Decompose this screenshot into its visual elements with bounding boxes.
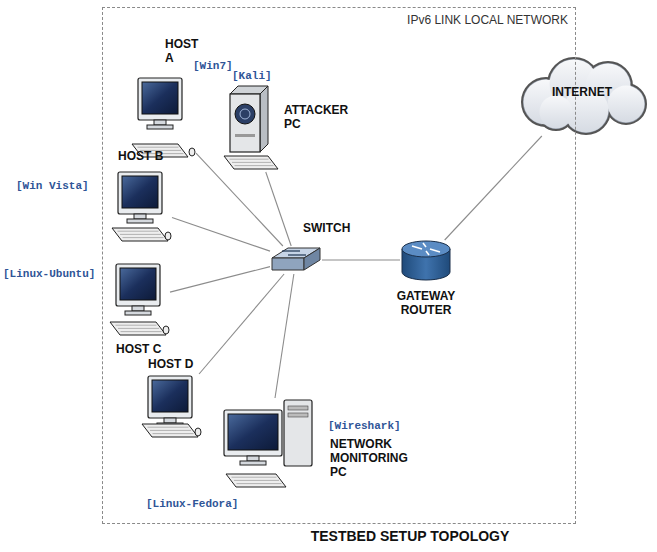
router-icon [402,241,450,280]
figure-caption: TESTBED SETUP TOPOLOGY [300,528,520,544]
device-label: HOST C [116,343,161,357]
monitoring-computer: [Wireshark]NETWORK MONITORING PC [222,398,314,490]
device-label: SWITCH [303,222,350,236]
device-label: HOST D [148,358,193,372]
attacker-icon [224,86,278,169]
device-label: NETWORK MONITORING PC [330,438,422,479]
computer-icon [112,172,171,241]
device-label: GATEWAY ROUTER [386,290,466,318]
host-computer: HOST B[Win Vista] [110,170,172,244]
link-line [275,274,294,398]
os-label: [Wireshark] [328,420,401,433]
link-line [445,136,542,240]
link-line [170,267,270,292]
network-region: IPv6 LINK LOCAL NETWORK HOST A[Win7] [Kali… [103,8,575,523]
os-label: [Linux-Ubuntu] [3,268,95,281]
internet-cloud: INTERNET [512,50,652,136]
link-line [196,153,283,246]
os-label: [Kali] [232,70,272,83]
os-label: [Win7] [193,60,233,73]
os-label: [Linux-Fedora] [146,498,238,511]
device-label: INTERNET [512,86,652,100]
region-label: IPv6 LINK LOCAL NETWORK [400,14,568,28]
computer-icon [110,264,169,335]
os-label: [Win Vista] [16,180,89,193]
monitoring-icon [224,400,312,487]
computer-icon [132,78,195,157]
network-switch: SWITCH [270,246,322,274]
device-label: ATTACKER PC [284,104,350,132]
host-computer: HOST D[Linux-Fedora] [140,374,202,440]
gateway-router: GATEWAY ROUTER [400,240,452,280]
link-line [266,172,291,246]
link-line [172,218,270,252]
attacker-computer: [Kali]ATTACKER PC [222,86,280,172]
link-line [322,259,400,260]
link-line [199,274,284,374]
host-computer: [Linux-Ubuntu]HOST C [108,262,170,338]
computer-icon [142,376,201,437]
switch-icon [272,248,320,270]
host-computer: HOST A[Win7] [130,76,196,160]
device-label: HOST B [118,150,163,164]
